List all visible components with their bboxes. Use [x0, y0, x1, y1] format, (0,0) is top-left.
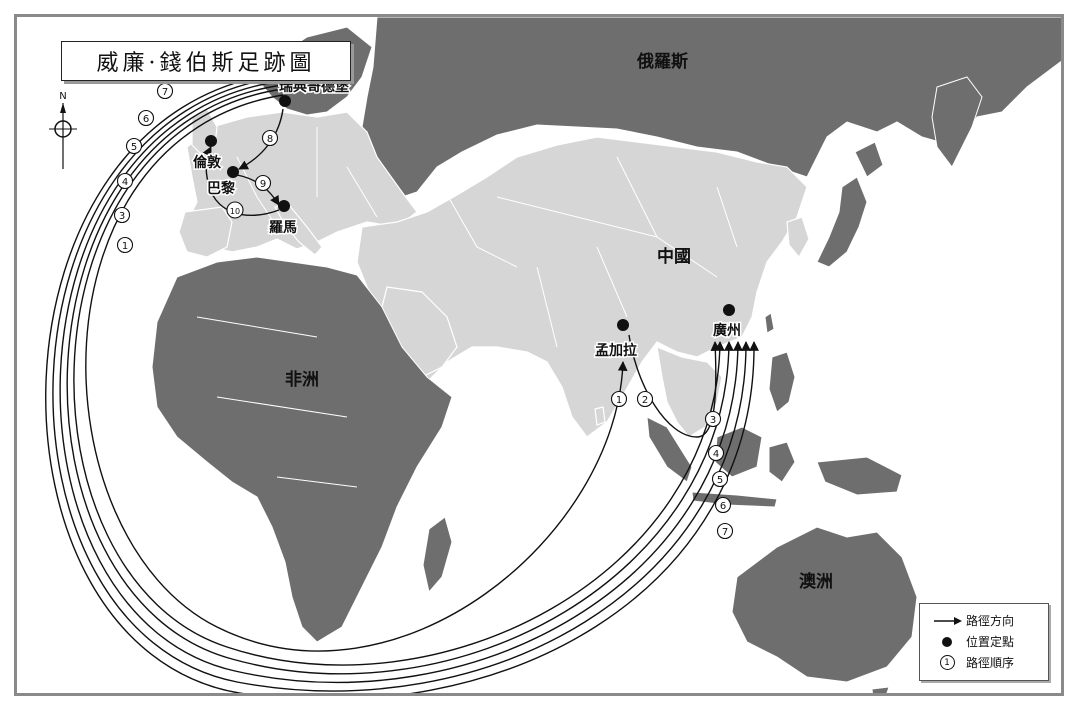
route-num-4-west: 4	[116, 172, 134, 190]
label-china: 中國	[657, 246, 691, 267]
arrow-right-icon	[934, 616, 962, 625]
dot-stockholm	[279, 95, 291, 107]
dot-icon	[942, 636, 952, 647]
svg-text:1: 1	[122, 241, 128, 252]
route-num-9: 9	[254, 174, 272, 192]
korea	[786, 216, 810, 259]
numbered-circle-icon: 1	[939, 655, 955, 670]
dot-paris	[227, 166, 239, 178]
southeast-asia	[656, 346, 723, 438]
legend-order: 1 路徑順序	[928, 652, 1040, 673]
label-rome: 羅馬	[269, 220, 297, 236]
route-loop-4	[66, 84, 734, 675]
route-bengal-guangzhou	[628, 334, 721, 438]
dot-rome	[278, 200, 290, 212]
map-title-box: 威廉·錢伯斯足跡圖	[61, 41, 351, 81]
dot-guangzhou	[723, 304, 735, 316]
route-num-5-west: 5	[125, 137, 143, 155]
route-num-1-east: 1	[610, 390, 628, 408]
route-num-5-east: 5	[711, 470, 729, 488]
svg-text:5: 5	[717, 475, 723, 486]
svg-text:5: 5	[131, 142, 137, 153]
compass-icon: N	[49, 91, 77, 169]
svg-text:2: 2	[642, 395, 648, 406]
sri-lanka	[594, 406, 606, 426]
svg-text:9: 9	[260, 179, 266, 190]
route-num-3-east: 3	[704, 410, 722, 428]
label-bengal: 孟加拉	[595, 342, 637, 359]
svg-text:1: 1	[616, 395, 622, 406]
route-10	[202, 146, 280, 217]
legend-location-label: 位置定點	[966, 635, 1015, 649]
svg-text:6: 6	[143, 114, 149, 125]
sumatra	[646, 416, 693, 483]
route-num-1-west: 1	[116, 236, 134, 254]
routes	[45, 72, 759, 693]
route-num-7-east: 7	[716, 522, 734, 540]
route-loop-5	[59, 80, 743, 684]
sulawesi	[768, 441, 796, 483]
legend-direction: 路徑方向	[928, 610, 1040, 631]
route-loop-3	[73, 88, 725, 666]
route-loop-6	[52, 76, 751, 692]
label-russia: 俄羅斯	[636, 51, 688, 72]
label-australia: 澳洲	[799, 571, 833, 592]
svg-text:7: 7	[722, 527, 728, 538]
label-stockholm: 瑞典哥德堡	[279, 78, 349, 95]
svg-text:8: 8	[267, 134, 273, 145]
legend-order-label: 路徑順序	[966, 656, 1015, 670]
svg-text:N: N	[59, 91, 66, 102]
svg-text:10: 10	[230, 207, 240, 216]
svg-text:4: 4	[122, 177, 128, 188]
svg-text:6: 6	[720, 501, 726, 512]
africa-landmass	[151, 256, 453, 643]
svg-text:3: 3	[119, 211, 125, 222]
legend-location: 位置定點	[928, 631, 1040, 652]
svg-text:3: 3	[710, 415, 716, 426]
svg-text:4: 4	[713, 449, 719, 460]
route-num-10: 10	[226, 201, 244, 219]
country-borders	[196, 127, 738, 488]
hokkaido	[854, 141, 884, 178]
route-num-2-east: 2	[636, 390, 654, 408]
route-num-4-east: 4	[707, 444, 725, 462]
legend-direction-label: 路徑方向	[966, 614, 1015, 628]
italy	[274, 204, 323, 256]
world-map: 俄羅斯 中國 非洲 澳洲 瑞典哥德堡 倫敦 巴黎 羅馬 孟加拉 廣州 7 6 5…	[45, 17, 1061, 693]
label-london: 倫敦	[193, 154, 222, 171]
label-africa: 非洲	[285, 369, 319, 390]
japan	[816, 176, 868, 268]
dot-bengal	[617, 319, 629, 331]
kamchatka	[931, 76, 983, 168]
route-num-6-west: 6	[137, 109, 155, 127]
route-num-6-east: 6	[714, 496, 732, 514]
label-paris: 巴黎	[207, 180, 235, 197]
iberia	[178, 206, 233, 258]
dot-london	[205, 135, 217, 147]
route-num-8: 8	[261, 129, 279, 147]
madagascar	[422, 516, 453, 594]
map-frame: 俄羅斯 中國 非洲 澳洲 瑞典哥德堡 倫敦 巴黎 羅馬 孟加拉 廣州 7 6 5…	[14, 14, 1064, 696]
route-number-markers: 7 6 5 4 3 1 8 9 10 1 2 3 4 5 6 7	[113, 82, 734, 540]
route-num-3-west: 3	[113, 206, 131, 224]
tasmania	[871, 686, 890, 693]
map-legend: 路徑方向 位置定點 1 路徑順序	[919, 603, 1049, 681]
label-guangzhou: 廣州	[713, 322, 741, 339]
route-loop-7	[45, 72, 759, 693]
svg-text:7: 7	[162, 87, 168, 98]
new-guinea	[816, 456, 903, 496]
map-title: 威廉·錢伯斯足跡圖	[96, 51, 316, 76]
philippines	[768, 351, 796, 413]
north-compass: N	[45, 89, 81, 179]
australia-landmass	[731, 526, 918, 683]
route-num-7-west: 7	[156, 82, 174, 100]
taiwan	[764, 312, 775, 334]
borneo	[714, 426, 763, 478]
